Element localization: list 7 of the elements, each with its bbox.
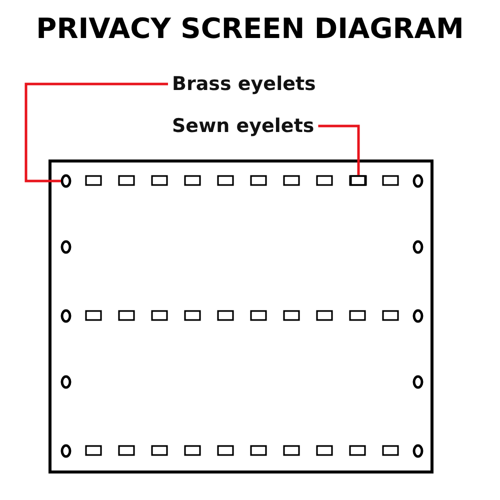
callout-label: Brass eyelets [172, 73, 316, 95]
sewn-eyelet [350, 175, 367, 186]
callout-label: Sewn eyelets [172, 115, 314, 137]
leader-line [24, 82, 168, 182]
title: PRIVACY SCREEN DIAGRAM [36, 12, 464, 45]
leader-line [318, 124, 360, 175]
brass-eyelet [60, 174, 72, 188]
